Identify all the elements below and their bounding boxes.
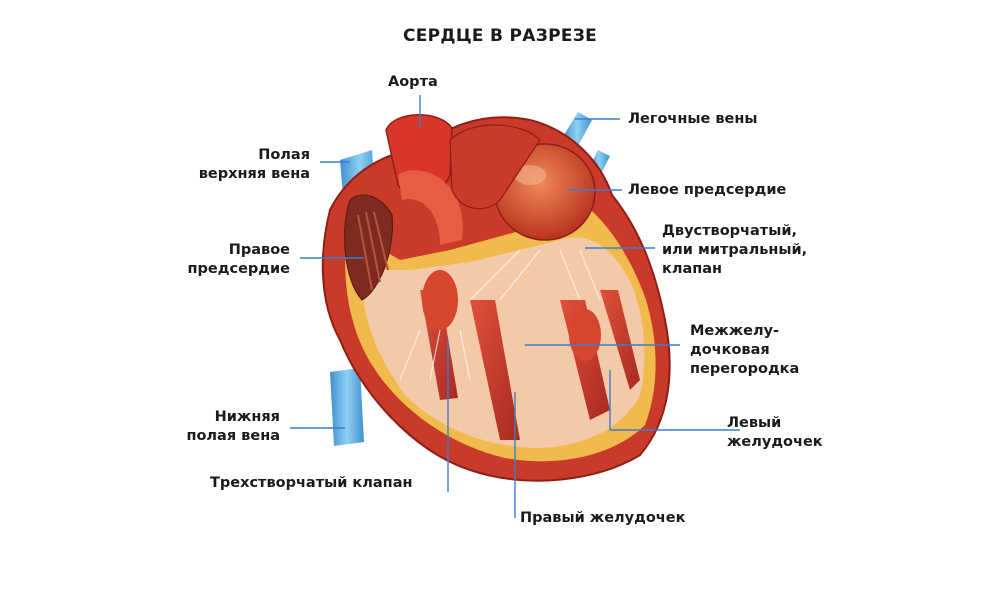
label-line: предсердие: [187, 261, 290, 277]
label-mitral-valve: Двустворчатый, или митральный, клапан: [662, 222, 807, 279]
leader-lines: [290, 95, 740, 518]
right-atrium-shape: [344, 194, 393, 301]
label-inferior-vena-cava: Нижняя полая вена: [170, 408, 280, 446]
inferior-vena-cava-shape: [330, 368, 364, 446]
label-right-ventricle: Правый желудочек: [520, 510, 686, 526]
label-septum: Межжелу- дочковая перегородка: [690, 322, 799, 379]
label-line: клапан: [662, 261, 723, 277]
label-line: Правое: [228, 242, 290, 258]
ventricle-muscles: [420, 270, 640, 440]
label-line: полая вена: [186, 428, 280, 444]
label-line: Полая: [258, 147, 310, 163]
label-pulmonary-veins: Легочные вены: [628, 111, 758, 127]
label-line: Межжелу-: [690, 323, 780, 339]
diagram-title: СЕРДЦЕ В РАЗРЕЗЕ: [402, 26, 598, 46]
label-line: Двустворчатый,: [662, 223, 797, 239]
valve-chordae: [399, 249, 601, 381]
pulmonary-trunk-shape: [449, 124, 541, 210]
label-line: Левый: [727, 415, 782, 431]
label-line: перегородка: [690, 361, 800, 377]
label-line: желудочек: [727, 434, 823, 450]
label-line: верхняя вена: [198, 166, 310, 182]
label-line: дочковая: [690, 342, 770, 358]
label-left-atrium: Левое предсердие: [628, 182, 787, 198]
label-right-atrium: Правое предсердие: [170, 241, 290, 279]
label-aorta: Аорта: [388, 74, 438, 90]
label-superior-vena-cava: Полая верхняя вена: [180, 146, 310, 184]
label-tricuspid-valve: Трехстворчатый клапан: [210, 475, 413, 491]
label-left-ventricle: Левый желудочек: [727, 414, 823, 452]
label-line: Нижняя: [214, 409, 280, 425]
label-line: или митральный,: [662, 242, 808, 258]
